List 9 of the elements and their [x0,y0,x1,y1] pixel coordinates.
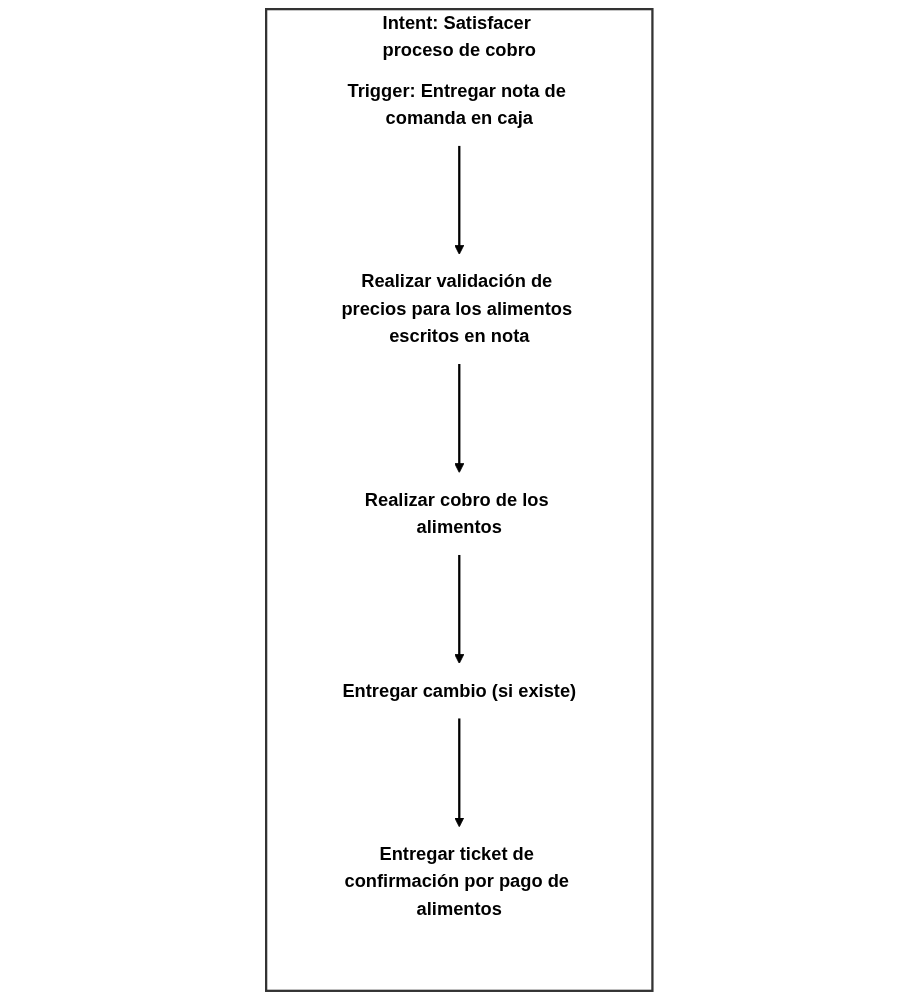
node-text: Realizar validación de precios para los alimentos escritos en nota [341,271,572,346]
node-text: Trigger: Entregar nota de comanda en caja [347,80,566,128]
node-text: Entregar cambio (si existe) [342,680,576,700]
arrow [453,554,465,664]
node-text: Entregar ticket de confirmación por pago de alimentos [344,843,569,919]
arrow [453,145,465,255]
arrow [453,364,465,473]
node-text: Realizar cobro de los alimentos [364,489,549,537]
arrow [453,718,465,828]
